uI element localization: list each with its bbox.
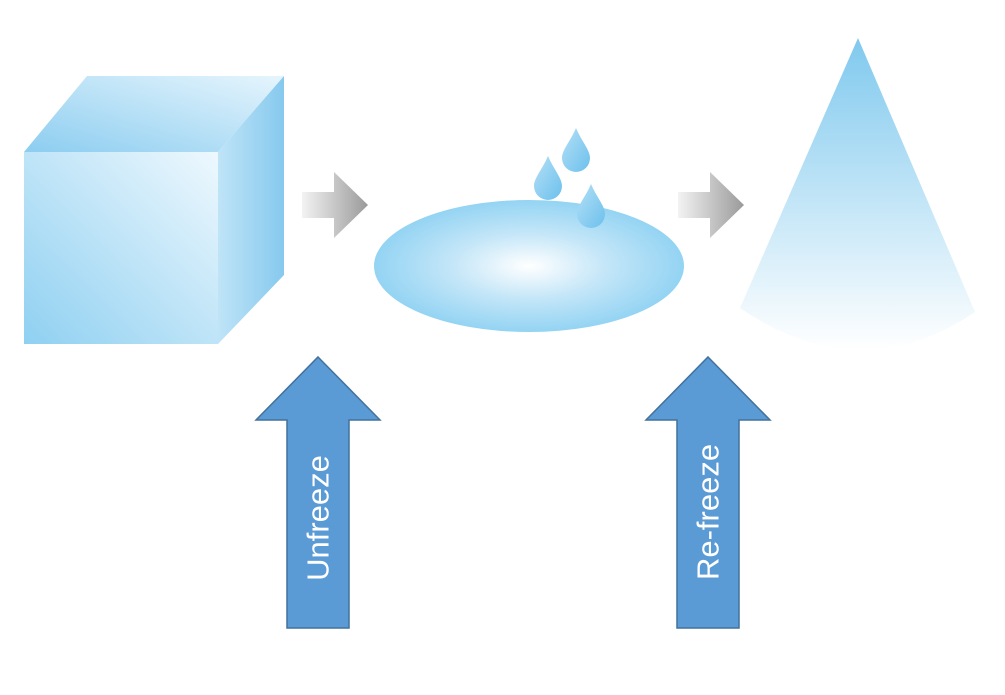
ice-cube-side bbox=[218, 76, 284, 344]
refreeze-arrow-shape bbox=[644, 355, 772, 629]
water-drop-icon bbox=[534, 156, 562, 200]
unfreeze-label: Unfreeze bbox=[301, 455, 336, 581]
water-drop-icon bbox=[562, 128, 590, 172]
melted-puddle bbox=[374, 128, 684, 332]
ice-cube bbox=[24, 76, 284, 344]
puddle-ellipse bbox=[374, 200, 684, 332]
water-drop-icon bbox=[577, 184, 605, 228]
refreeze-arrow: Re-freeze bbox=[644, 355, 772, 629]
unfreeze-arrow: Unfreeze bbox=[254, 355, 382, 629]
connector-arrow-2 bbox=[678, 172, 744, 238]
refrozen-cone bbox=[740, 38, 975, 351]
ice-cube-top bbox=[24, 76, 284, 152]
unfreeze-arrow-shape bbox=[254, 355, 382, 629]
ice-cube-front bbox=[24, 152, 218, 344]
refreeze-label: Re-freeze bbox=[691, 444, 726, 580]
connector-arrow-1 bbox=[302, 172, 368, 238]
